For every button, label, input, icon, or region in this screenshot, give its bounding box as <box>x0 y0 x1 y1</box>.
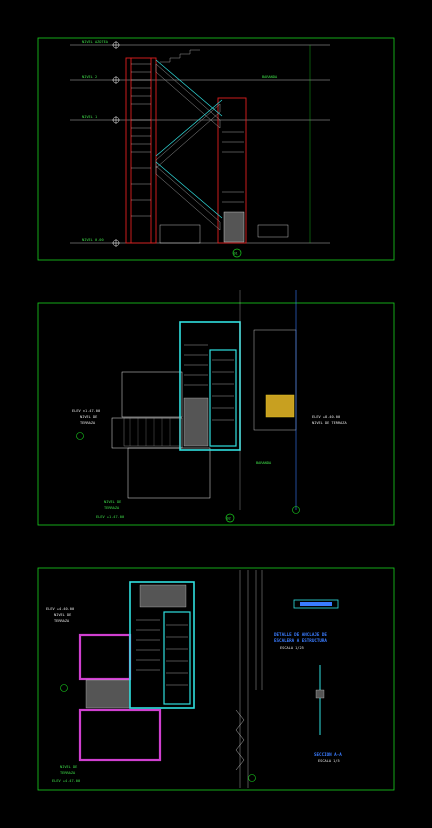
plan-title: TERRAZA <box>104 506 120 510</box>
level-label: NIVEL DE <box>80 415 97 419</box>
section-subtitle: ESCALA 1/5 <box>318 759 340 763</box>
level-label: NIVEL 1 <box>82 115 97 119</box>
stair-treads <box>184 344 234 421</box>
stair-core <box>129 581 195 709</box>
drawing-ref-icon <box>225 513 235 523</box>
plan-title: TERRAZA <box>60 771 76 775</box>
sheet-1-elevation: NIVEL AZOTEA NIVEL 2 NIVEL 1 NIVEL 0.00 <box>37 37 395 261</box>
detail-title: DETALLE DE ANCLAJE DE <box>274 632 327 637</box>
sheet-2-frame <box>37 302 395 526</box>
stair-treads <box>136 619 188 686</box>
detail-title: ESCALERA A ESTRUCTURA <box>274 638 327 643</box>
ref-mark: 02 <box>227 517 231 521</box>
plan-title: ELEV +1.47.00 <box>96 515 124 519</box>
detail-subtitle: ESCALA 1/25 <box>280 646 304 650</box>
level-label: TERRAZA <box>80 421 96 425</box>
level-label: NIVEL AZOTEA <box>82 40 109 44</box>
ref-mark: 01 <box>234 252 238 256</box>
level-label: TERRAZA <box>54 619 70 623</box>
plan-title: NIVEL DE <box>104 500 121 504</box>
plan-title: ELEV +4.47.00 <box>52 779 80 783</box>
level-label: ELEV ±1.47.00 <box>72 409 100 413</box>
sheet-3-plan-detail: ELEV +4.40.00 NIVEL DE TERRAZA NIVEL DE … <box>37 567 395 791</box>
roof-stair <box>160 49 200 63</box>
right-label: ELEV +8.40.00 <box>312 415 340 419</box>
footing <box>223 211 245 243</box>
level-marker-icon <box>112 41 120 247</box>
level-label: ELEV +4.40.00 <box>46 607 74 611</box>
footing <box>159 224 201 244</box>
section-title: SECCION A-A <box>314 752 342 757</box>
stair-treads <box>131 63 244 217</box>
right-label: NIVEL DE TERRAZA <box>312 421 347 425</box>
sheet-2-plan: ELEV ±1.47.00 NIVEL DE TERRAZA NIVEL DE … <box>37 290 395 526</box>
stair-columns <box>125 57 247 244</box>
level-label: NIVEL DE <box>54 613 71 617</box>
stair-flights <box>155 63 221 231</box>
drawing-ref-icon <box>232 248 242 258</box>
level-label: NIVEL 0.00 <box>82 238 104 242</box>
side-label: BARANDA <box>262 75 278 79</box>
sheet-1-frame <box>37 37 395 261</box>
stair-handrails <box>155 59 223 219</box>
level-label: NIVEL 2 <box>82 75 97 79</box>
plan-title: NIVEL DE <box>60 765 77 769</box>
sheet-3-frame <box>37 567 395 791</box>
right-label: BARANDA <box>256 461 272 465</box>
